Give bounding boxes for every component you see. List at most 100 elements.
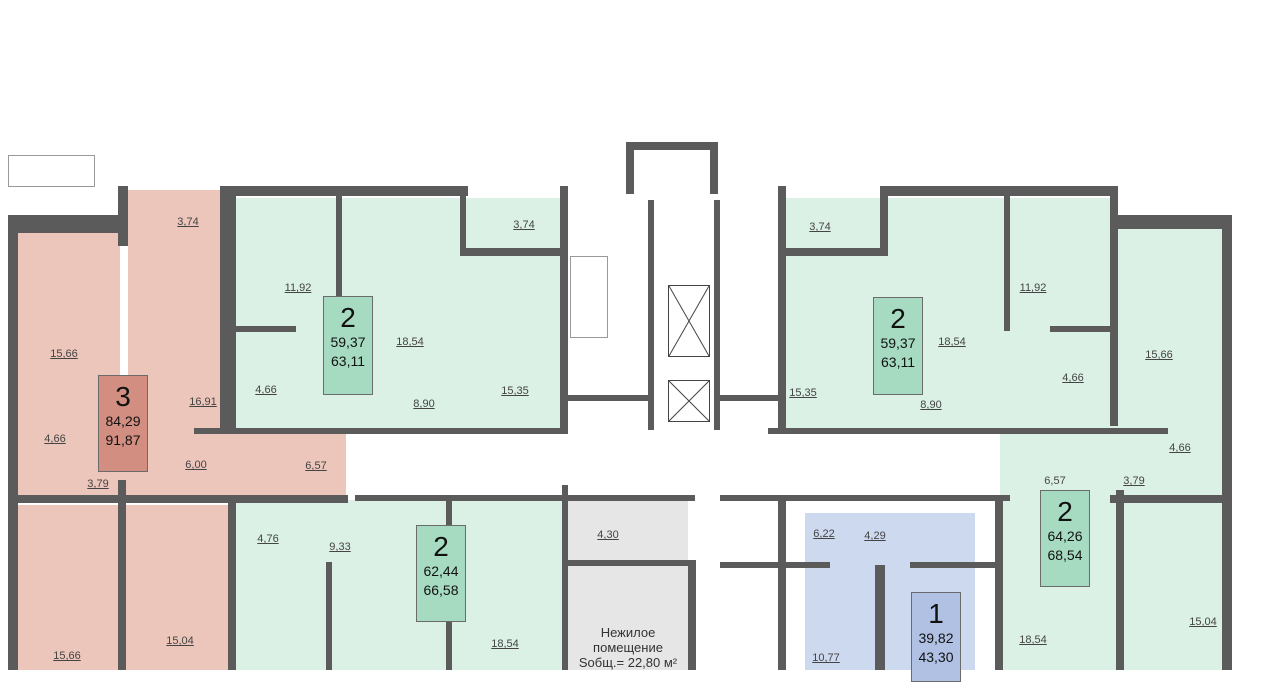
room-area: 4,66 (255, 384, 277, 396)
living-area: 59,37 (880, 335, 916, 351)
wall (910, 562, 1000, 568)
room-area: 6,57 (305, 460, 327, 472)
apartment-badge[interactable]: 2 59,37 63,11 (873, 297, 923, 395)
apartment-badge[interactable]: 1 39,82 43,30 (911, 592, 961, 682)
room-area: 6,22 (813, 528, 835, 540)
total-area: 91,87 (105, 432, 141, 448)
nonresidential-label[interactable]: Нежилое помещение Sобщ.= 22,80 м² (568, 625, 688, 670)
wall (1050, 326, 1112, 332)
wall (880, 186, 888, 256)
wall (560, 186, 568, 431)
wall (688, 560, 696, 670)
wall (1116, 490, 1124, 670)
wall (778, 186, 786, 431)
room-area: 15,66 (53, 650, 81, 662)
room-area: 3,74 (177, 216, 199, 228)
room-area: 15,66 (50, 348, 78, 360)
room-area: 11,92 (284, 282, 312, 294)
room-area: 15,04 (1189, 616, 1217, 628)
wall (778, 495, 786, 670)
room-area: 9,33 (329, 541, 351, 553)
wall (8, 215, 118, 233)
room-fill (786, 198, 1116, 428)
wall (118, 480, 126, 670)
room-area: 8,90 (920, 399, 942, 411)
living-area: 39,82 (918, 630, 954, 646)
total-area: 66,58 (423, 582, 459, 598)
wall (720, 562, 830, 568)
room-area: 18,54 (1019, 634, 1047, 646)
living-area: 64,26 (1047, 528, 1083, 544)
room-area: 4,29 (864, 530, 886, 542)
room-fill (18, 232, 120, 402)
room-area: 4,66 (1169, 442, 1191, 454)
room-area: 10,77 (812, 652, 840, 664)
room-area: 15,35 (789, 387, 817, 399)
room-area: 18,54 (396, 336, 424, 348)
room-area: 4,66 (44, 433, 66, 445)
room-fill (236, 198, 566, 428)
wall (118, 186, 128, 246)
living-area: 62,44 (423, 563, 459, 579)
wall (626, 142, 634, 194)
wall (995, 495, 1003, 670)
living-area: 84,29 (105, 413, 141, 429)
wall (626, 142, 718, 150)
wall (568, 395, 648, 401)
room-fill (568, 497, 688, 670)
total-area: 63,11 (331, 353, 365, 369)
living-area: 59,37 (330, 334, 366, 350)
room-fill (1000, 428, 1222, 670)
room-count: 2 (890, 303, 906, 334)
apartment-badge[interactable]: 3 84,29 91,87 (98, 375, 148, 472)
room-area: 4,66 (1062, 372, 1084, 384)
room-count: 2 (1057, 496, 1073, 527)
room-area: 15,04 (166, 635, 194, 647)
room-area: 4,76 (257, 533, 279, 545)
wall (786, 248, 886, 256)
wall (460, 196, 466, 256)
wall (562, 485, 568, 670)
room-area: 15,35 (501, 385, 529, 397)
wall (336, 196, 342, 331)
apartment-badge[interactable]: 2 62,44 66,58 (416, 525, 466, 622)
room-count: 1 (928, 598, 944, 629)
wall (460, 248, 560, 256)
total-area: 68,54 (1047, 547, 1083, 563)
wall (8, 495, 348, 503)
nonres-line1: Нежилое (600, 625, 656, 640)
wall (568, 560, 696, 566)
wall (1110, 186, 1118, 426)
room-area: 18,54 (938, 336, 966, 348)
wall (1004, 196, 1010, 331)
wall (228, 495, 236, 670)
room-area: 16,91 (189, 396, 217, 408)
wall (648, 200, 654, 430)
room-area: 3,74 (809, 221, 831, 233)
wall (768, 428, 1168, 434)
room-area: 4,30 (597, 529, 619, 541)
wall (355, 495, 695, 501)
wall (875, 565, 885, 670)
wall (326, 562, 332, 670)
room-area: 11,92 (1019, 282, 1047, 294)
nonres-line2: помещение (593, 640, 663, 655)
room-area: 3,79 (87, 478, 109, 490)
elevator-icon (668, 285, 710, 357)
room-fill (1116, 228, 1222, 428)
wall (720, 495, 1010, 501)
apartment-badge[interactable]: 2 59,37 63,11 (323, 296, 373, 395)
nonres-line3: Sобщ.= 22,80 м² (578, 655, 678, 670)
room-area: 18,54 (491, 638, 519, 650)
wall (1110, 495, 1230, 503)
room-area: 8,90 (413, 398, 435, 410)
apartment-badge[interactable]: 2 64,26 68,54 (1040, 490, 1090, 587)
total-area: 63,11 (881, 354, 915, 370)
elevator-icon (668, 380, 710, 422)
room-count: 2 (340, 302, 356, 333)
wall (720, 395, 780, 401)
wall (1222, 215, 1232, 670)
room-area: 3,79 (1123, 475, 1145, 487)
wall (236, 326, 296, 332)
stairs (570, 256, 608, 338)
